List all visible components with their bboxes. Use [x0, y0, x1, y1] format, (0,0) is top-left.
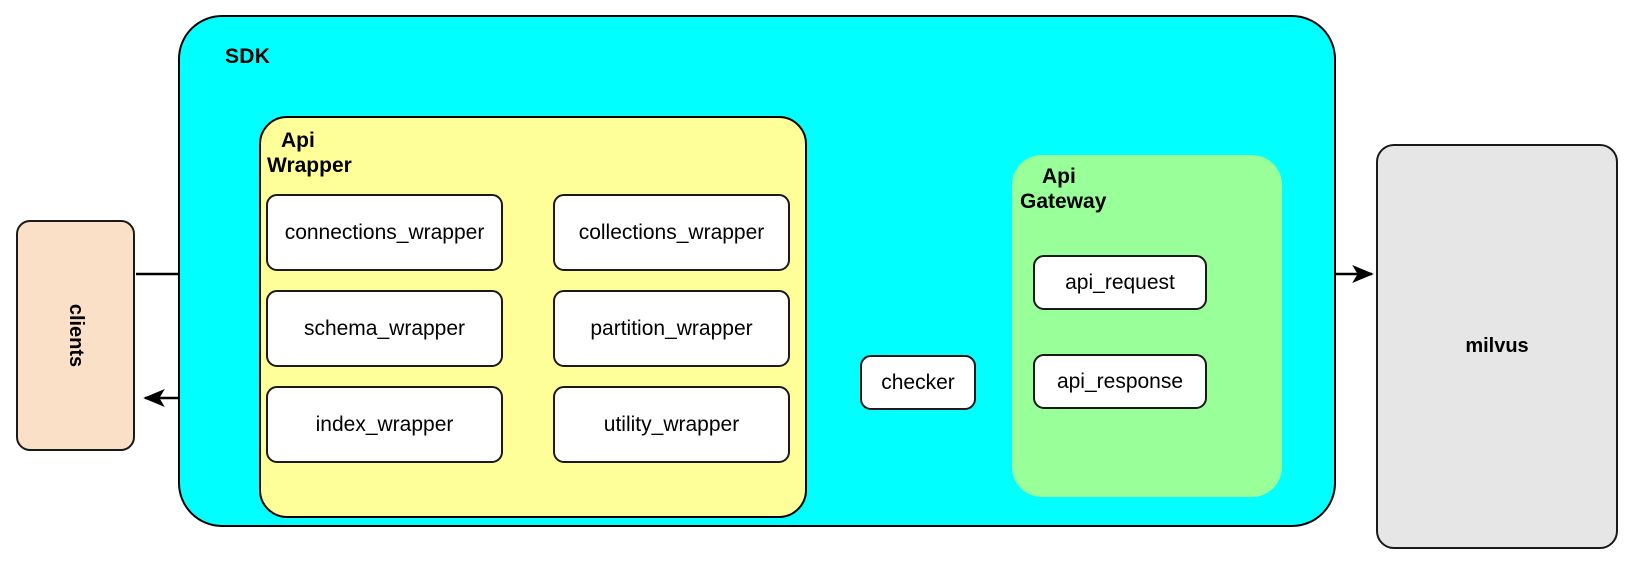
- node-label: index_wrapper: [315, 412, 454, 436]
- node-label: api_request: [1065, 270, 1175, 294]
- api-gateway-label: Api Gateway: [1020, 164, 1222, 214]
- node-label: utility_wrapper: [603, 412, 740, 436]
- node-index-wrapper[interactable]: index_wrapper: [266, 386, 503, 463]
- api-gateway-label-line2: Gateway: [1020, 190, 1107, 214]
- node-label: checker: [881, 370, 955, 394]
- clients-label: clients: [64, 303, 87, 368]
- node-label: connections_wrapper: [284, 220, 485, 244]
- node-utility-wrapper[interactable]: utility_wrapper: [553, 386, 790, 463]
- node-label: collections_wrapper: [578, 220, 765, 244]
- node-checker[interactable]: checker: [860, 355, 976, 410]
- node-api-request[interactable]: api_request: [1033, 255, 1207, 310]
- node-schema-wrapper[interactable]: schema_wrapper: [266, 290, 503, 367]
- milvus-label: milvus: [1465, 335, 1529, 357]
- node-connections-wrapper[interactable]: connections_wrapper: [266, 194, 503, 271]
- node-partition-wrapper[interactable]: partition_wrapper: [553, 290, 790, 367]
- node-label: partition_wrapper: [590, 316, 753, 340]
- api-wrapper-label-line2: Wrapper: [267, 154, 352, 178]
- milvus-box[interactable]: milvus: [1376, 144, 1618, 549]
- node-collections-wrapper[interactable]: collections_wrapper: [553, 194, 790, 271]
- node-label: api_response: [1056, 369, 1184, 393]
- clients-box[interactable]: clients: [16, 220, 135, 451]
- node-api-response[interactable]: api_response: [1033, 354, 1207, 409]
- node-label: schema_wrapper: [303, 316, 466, 340]
- sdk-label: SDK: [225, 45, 271, 68]
- api-gateway-label-line1: Api: [1042, 165, 1076, 188]
- api-wrapper-label-line1: Api: [281, 129, 315, 152]
- api-wrapper-label: Api Wrapper: [267, 128, 431, 178]
- api-gateway-group[interactable]: Api Gateway: [1012, 155, 1282, 497]
